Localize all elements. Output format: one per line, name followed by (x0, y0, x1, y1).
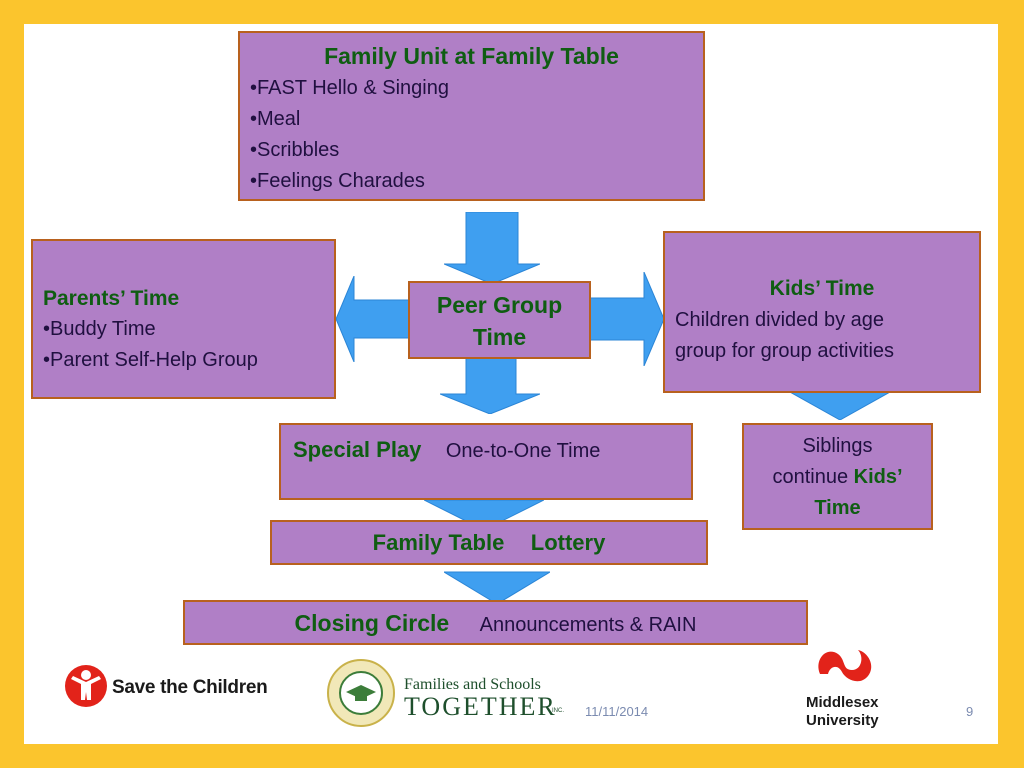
special-play-sub: One-to-One Time (445, 440, 601, 462)
special-play-title: Special Play (293, 437, 422, 462)
parents-time-title: Parents’ Time (43, 287, 180, 310)
special-play-box: Special Play One-to-One Time (279, 423, 693, 500)
kids-time-text: group for group activities (675, 340, 895, 362)
peer-group-line: Peer Group (436, 292, 563, 318)
peer-group-box: Peer Group Time (408, 281, 591, 359)
family-unit-item: •FAST Hello & Singing (250, 77, 449, 99)
siblings-continue: continue (772, 466, 849, 488)
fast-line2: TOGETHER (404, 692, 557, 721)
siblings-time: Time (814, 497, 861, 519)
closing-circle-sub: Announcements & RAIN (479, 614, 697, 636)
slide-date: 11/11/2014 (585, 704, 649, 719)
fast-inc: INC. (552, 708, 564, 714)
middlesex-logo: Middlesex University (806, 640, 890, 732)
arrow-down-family-table-to-closing (444, 571, 550, 604)
family-table-box: Family Table Lottery (270, 520, 708, 565)
siblings-continue-line: continue Kids’ (750, 462, 925, 493)
family-unit-box: Family Unit at Family Table •FAST Hello … (238, 31, 705, 201)
parents-time-item: •Buddy Time (43, 318, 156, 340)
peer-group-line: Time (472, 324, 527, 350)
fast-seal-icon (327, 659, 395, 727)
middlesex-line1: Middlesex (806, 694, 879, 711)
family-unit-item: •Feelings Charades (250, 170, 425, 192)
family-unit-title: Family Unit at Family Table (324, 43, 619, 69)
closing-circle-box: Closing Circle Announcements & RAIN (183, 600, 808, 645)
arrow-down-peer-to-special-play (440, 358, 540, 414)
fast-logo: Families and Schools TOGETHER INC. (326, 658, 576, 728)
fast-line1: Families and Schools (404, 676, 541, 693)
middlesex-line2: University (806, 712, 879, 729)
arrow-down-kids-to-siblings (790, 392, 890, 420)
save-the-children-text: Save the Children (112, 677, 268, 698)
kids-time-text: Children divided by age (675, 309, 885, 331)
arrow-left-peer-to-parents (336, 276, 410, 362)
family-unit-item: •Scribbles (250, 139, 340, 161)
siblings-line: Siblings (802, 435, 873, 457)
family-unit-item: •Meal (250, 108, 301, 130)
lottery-text: Lottery (530, 530, 606, 555)
closing-circle-title: Closing Circle (294, 610, 450, 636)
family-table-text: Family Table (372, 530, 505, 555)
parents-time-box: Parents’ Time •Buddy Time •Parent Self-H… (31, 239, 336, 399)
arrow-down-special-to-family-table (424, 500, 544, 530)
arrow-down-family-to-peer (444, 212, 540, 284)
save-the-children-icon (65, 665, 107, 707)
middlesex-swirl-icon (818, 650, 872, 682)
save-the-children-logo: Save the Children (64, 664, 304, 712)
arrow-right-peer-to-kids (590, 272, 664, 366)
siblings-kids: Kids’ (853, 466, 903, 488)
page-number: 9 (966, 704, 974, 719)
kids-time-title: Kids’ Time (769, 277, 875, 300)
kids-time-box: Kids’ Time Children divided by age group… (663, 231, 981, 393)
parents-time-item: •Parent Self-Help Group (43, 349, 258, 371)
siblings-box: Siblings continue Kids’ Time (742, 423, 933, 530)
